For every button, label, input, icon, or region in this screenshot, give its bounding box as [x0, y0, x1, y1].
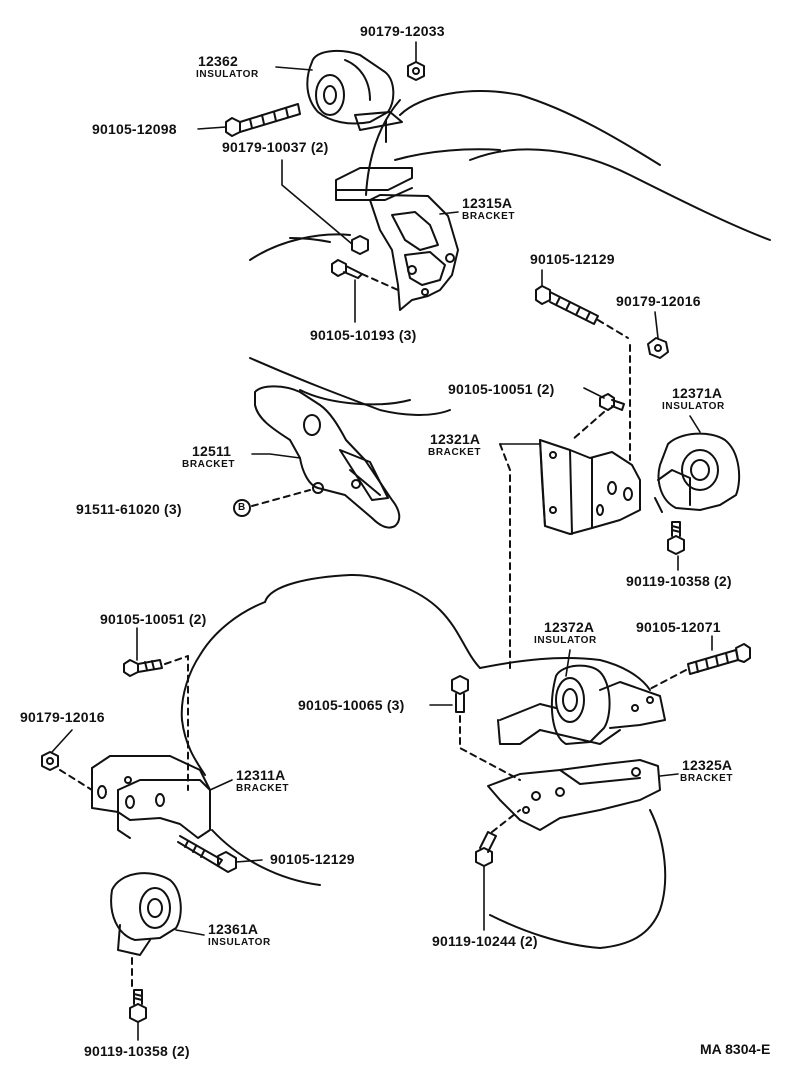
- label-12311A: 12311A: [236, 767, 286, 783]
- label-12311A-type: BRACKET: [236, 783, 290, 794]
- leader-dashed: [499, 443, 511, 671]
- bolt-90105-12098: [225, 103, 301, 137]
- label-90105-12071: 90105-12071: [636, 619, 721, 635]
- leader-dashed: [59, 769, 93, 791]
- bolt-90105-10065: [451, 675, 469, 713]
- label-12315A-type: BRACKET: [462, 211, 516, 222]
- label-90179-12016-left: 90179-12016: [20, 709, 105, 725]
- label-12371A-type: INSULATOR: [662, 401, 725, 412]
- label-90119-10358-right: 90119-10358 (2): [626, 573, 732, 589]
- leader-dashed: [597, 319, 629, 339]
- bolt-90119-10244: [475, 831, 497, 867]
- engine-outline: [249, 90, 771, 416]
- label-12321A: 12321A: [430, 431, 481, 447]
- leader-dashed: [459, 715, 521, 781]
- leader-dashed: [361, 273, 399, 291]
- insulator-12372A: [497, 664, 666, 745]
- label-90179-12016-right: 90179-12016: [616, 293, 701, 309]
- insulator-12361A: [110, 872, 182, 956]
- nut-90179-12016-right: [647, 337, 669, 359]
- label-12362: 12362: [198, 53, 238, 69]
- bracket-12325A: [487, 759, 661, 831]
- bolt-90105-12071: [687, 643, 751, 675]
- ref-circle-b: [233, 499, 251, 517]
- label-12511-type: BRACKET: [182, 459, 236, 470]
- label-90105-10051-right: 90105-10051 (2): [448, 381, 555, 397]
- nut-90179-12016-left: [41, 751, 59, 771]
- bolt-90105-12129-top: [535, 285, 599, 325]
- label-12372A-type: INSULATOR: [534, 635, 597, 646]
- insulator-12362: [306, 49, 403, 143]
- bolt-90105-12129-bottom: [177, 835, 237, 873]
- bolt-90119-10358-left: [129, 989, 147, 1023]
- insulator-12371A: [654, 432, 741, 513]
- label-12372A: 12372A: [544, 619, 595, 635]
- label-90105-10065: 90105-10065 (3): [298, 697, 405, 713]
- leader-arc: [365, 99, 401, 196]
- label-ref-b: B: [238, 502, 246, 513]
- label-90105-12098: 90105-12098: [92, 121, 177, 137]
- label-12511: 12511: [192, 443, 232, 459]
- bolt-90119-10358-right: [667, 521, 685, 555]
- leader-dashed: [164, 655, 189, 791]
- bracket-12311A: [91, 755, 211, 839]
- leader-dashed: [571, 411, 605, 441]
- nut-90179-10037: [351, 235, 369, 255]
- leader-dashed: [491, 809, 521, 833]
- label-12371A: 12371A: [672, 385, 723, 401]
- label-91511-61020: 91511-61020 (3): [76, 501, 182, 517]
- label-12315A: 12315A: [462, 195, 513, 211]
- label-90119-10358-left: 90119-10358 (2): [84, 1043, 190, 1059]
- bolt-90105-10193: [331, 259, 363, 279]
- bolt-90105-10051-right: [599, 393, 625, 411]
- label-12361A-type: INSULATOR: [208, 937, 271, 948]
- label-90105-12129-bottom: 90105-12129: [270, 851, 355, 867]
- bolt-90105-10051-left: [123, 659, 163, 677]
- label-12325A-type: BRACKET: [680, 773, 734, 784]
- bracket-12511: [254, 385, 401, 529]
- figure-code: MA 8304-E: [700, 1041, 771, 1057]
- label-12362-type: INSULATOR: [196, 69, 259, 80]
- label-12361A: 12361A: [208, 921, 259, 937]
- nut-90179-12033: [407, 61, 425, 81]
- leader-lines: [51, 41, 713, 1041]
- leader-dashed: [647, 669, 687, 691]
- label-90105-10051-left: 90105-10051 (2): [100, 611, 207, 627]
- label-90105-10193: 90105-10193 (3): [310, 327, 417, 343]
- label-12325A: 12325A: [682, 757, 733, 773]
- bracket-12315A: [335, 167, 459, 311]
- label-90179-10037: 90179-10037 (2): [222, 139, 329, 155]
- label-90105-12129-top: 90105-12129: [530, 251, 615, 267]
- label-12321A-type: BRACKET: [428, 447, 482, 458]
- label-90179-12033: 90179-12033: [360, 23, 445, 39]
- leader-dashed: [251, 489, 311, 507]
- label-90119-10244: 90119-10244 (2): [432, 933, 538, 949]
- bracket-12321A: [539, 439, 641, 535]
